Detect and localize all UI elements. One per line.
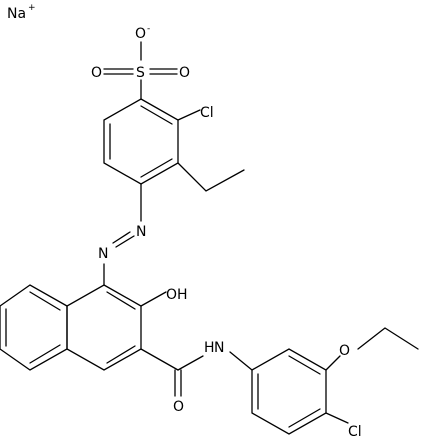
ring-3-double-a [288,355,321,375]
sulfur-label: S [136,65,145,81]
ring-1-double-a [140,105,173,125]
azo-nitrogen-1: N [136,224,146,240]
azo-nitrogen-2: N [98,246,108,262]
naphthalene-right-ring [66,284,142,371]
naph-double-a [106,291,136,310]
ethyl-group [177,162,245,192]
ring3-chloro-label: Cl [348,424,362,438]
ring-benzenesulfonate [103,98,179,185]
bond-hydroxyl [140,291,167,307]
ring-3-outline [251,348,327,435]
bond-ring1-chloro [177,109,201,121]
sulfonate-bonds [103,41,178,100]
bond-naph-carbonyl [140,348,179,371]
hydroxyl-label: OH [166,287,188,303]
naph-double-e [29,344,61,364]
naph-double-b [106,345,136,364]
amide-h-label: H [204,340,215,356]
sodium-charge: + [28,3,36,13]
bond-ring3-ethoxy [325,355,341,371]
ethoxy-oxygen-label: O [339,343,350,359]
sulfonate-oxygen-left: O [91,65,102,81]
bond-azo-double-a [115,235,135,248]
bond-carbonyl-nh [177,355,204,371]
bond-ring3-chloro [325,412,349,424]
ring-1-double-b [140,158,173,178]
ring-1-outline [103,98,179,185]
ethoxy-chain [357,327,419,350]
bond-azo-double-b [112,231,131,244]
sodium-label: Na [7,6,26,22]
amide-oxygen: O [173,399,184,415]
sulfonate-charge: - [147,24,150,34]
naph-double-c [29,291,61,311]
bond-nh-ring3 [229,351,253,371]
ring-naphthalene [0,284,142,371]
ring1-chloro-label: Cl [200,105,214,121]
amide-n-label: N [214,340,224,356]
ring-chloroethoxyphenyl [251,348,327,435]
sulfonate-oxygen-right: O [179,65,190,81]
sulfonate-oxygen-top: O [135,26,146,42]
naphthalene-left-ring [0,284,68,371]
ring-3-double-b [288,408,321,428]
